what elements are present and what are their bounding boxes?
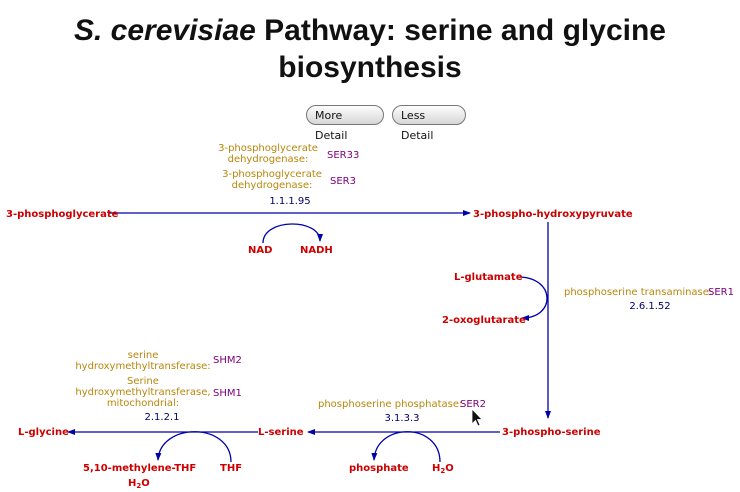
gene-shm2[interactable]: SHM2 xyxy=(213,355,242,366)
enzyme-ser3-line1: 3-phosphoglycerate xyxy=(222,169,322,180)
compound-glycine[interactable]: L-glycine xyxy=(18,427,69,438)
compound-oxoglutarate[interactable]: 2-oxoglutarate xyxy=(442,315,526,326)
gene-ser3[interactable]: SER3 xyxy=(330,176,356,187)
cofactor-arc-1 xyxy=(262,223,323,244)
mouse-cursor-icon xyxy=(471,408,483,427)
enzyme-shm1-line2: hydroxymethyltransferase, xyxy=(75,387,210,398)
compound-h2o-left[interactable]: H2O xyxy=(128,478,150,490)
gene-ser1[interactable]: SER1 xyxy=(708,287,734,298)
enzyme-ser33-line1: 3-phosphoglycerate xyxy=(218,143,318,154)
cofactor-arc-4 xyxy=(155,431,232,463)
compound-phosphoserine[interactable]: 3-phospho-serine xyxy=(502,427,601,438)
enzyme-ser1: phosphoserine transaminase: xyxy=(564,287,712,298)
compound-nad[interactable]: NAD xyxy=(248,245,272,256)
enzyme-shm1-line1: Serine xyxy=(127,376,159,387)
ec-number-r4[interactable]: 2.1.2.1 xyxy=(145,412,180,423)
compound-phosphate[interactable]: phosphate xyxy=(349,463,409,474)
compound-thf[interactable]: THF xyxy=(220,463,242,474)
title-text-line2: biosynthesis xyxy=(278,51,462,84)
compound-h2o-right[interactable]: H2O xyxy=(432,463,454,475)
enzyme-ser3-line2: dehydrogenase: xyxy=(232,180,313,191)
enzyme-ser2: phosphoserine phosphatase: xyxy=(318,399,462,410)
less-detail-button[interactable]: Less Detail xyxy=(392,105,466,142)
compound-nadh[interactable]: NADH xyxy=(300,245,333,256)
cofactor-arc-3 xyxy=(371,431,441,463)
enzyme-shm2-line1: serine xyxy=(128,350,159,361)
compound-serine[interactable]: L-serine xyxy=(258,427,304,438)
ec-number-r1[interactable]: 1.1.1.95 xyxy=(269,196,310,207)
gene-ser33[interactable]: SER33 xyxy=(327,150,359,161)
ec-number-r3[interactable]: 3.1.3.3 xyxy=(385,413,420,424)
organism-name: S. cerevisiae xyxy=(74,14,256,47)
gene-shm1[interactable]: SHM1 xyxy=(213,388,242,399)
compound-glutamate[interactable]: L-glutamate xyxy=(454,272,523,283)
enzyme-ser33-line2: dehydrogenase: xyxy=(228,154,309,165)
title-text: Pathway: serine and glycine xyxy=(255,14,666,47)
ec-number-r2[interactable]: 2.6.1.52 xyxy=(629,301,670,312)
gene-ser2[interactable]: SER2 xyxy=(460,399,486,410)
enzyme-shm2-line2: hydroxymethyltransferase: xyxy=(75,361,210,372)
enzyme-shm1-line3: mitochondrial: xyxy=(107,398,179,409)
compound-hydroxypyruvate[interactable]: 3-phospho-hydroxypyruvate xyxy=(473,209,633,220)
compound-methylene-thf[interactable]: 5,10-methylene-THF xyxy=(83,463,196,474)
page-title: S. cerevisiae Pathway: serine and glycin… xyxy=(0,12,740,86)
compound-phosphoglycerate[interactable]: 3-phosphoglycerate xyxy=(6,209,119,220)
cofactor-arc-2 xyxy=(517,276,548,321)
more-detail-button[interactable]: More Detail xyxy=(306,105,384,142)
